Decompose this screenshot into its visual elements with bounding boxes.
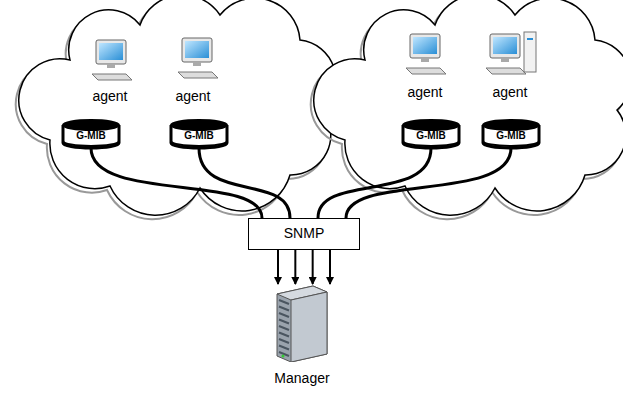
agent-label: agent [175, 88, 210, 104]
agent-label: agent [92, 88, 127, 104]
manager-label: Manager [262, 370, 342, 386]
mib-label: G-MIB [60, 118, 122, 141]
snmp-arrow [329, 248, 331, 284]
protocol-label: SNMP [249, 219, 359, 248]
snmp-arrow [312, 248, 314, 284]
link-line [91, 148, 262, 218]
link-line [199, 148, 290, 218]
link-line [318, 148, 431, 218]
snmp-arrow [277, 248, 279, 284]
database-cylinder: G-MIB [168, 118, 230, 150]
database-cylinder: G-MIB [400, 118, 462, 150]
computer-icon [406, 34, 446, 74]
agent-label: agent [492, 84, 527, 100]
mib-label: G-MIB [168, 118, 230, 141]
agent-label: agent [407, 84, 442, 100]
database-cylinder: G-MIB [60, 118, 122, 150]
snmp-arrow [294, 248, 296, 284]
computer-icon [486, 32, 536, 74]
computer-icon [92, 40, 132, 80]
protocol-box: SNMP [248, 218, 360, 250]
mib-label: G-MIB [400, 118, 462, 141]
database-cylinder: G-MIB [480, 118, 542, 150]
link-line [346, 148, 511, 218]
mib-label: G-MIB [480, 118, 542, 141]
manager-server: Manager [262, 284, 342, 390]
computer-icon [178, 38, 218, 78]
